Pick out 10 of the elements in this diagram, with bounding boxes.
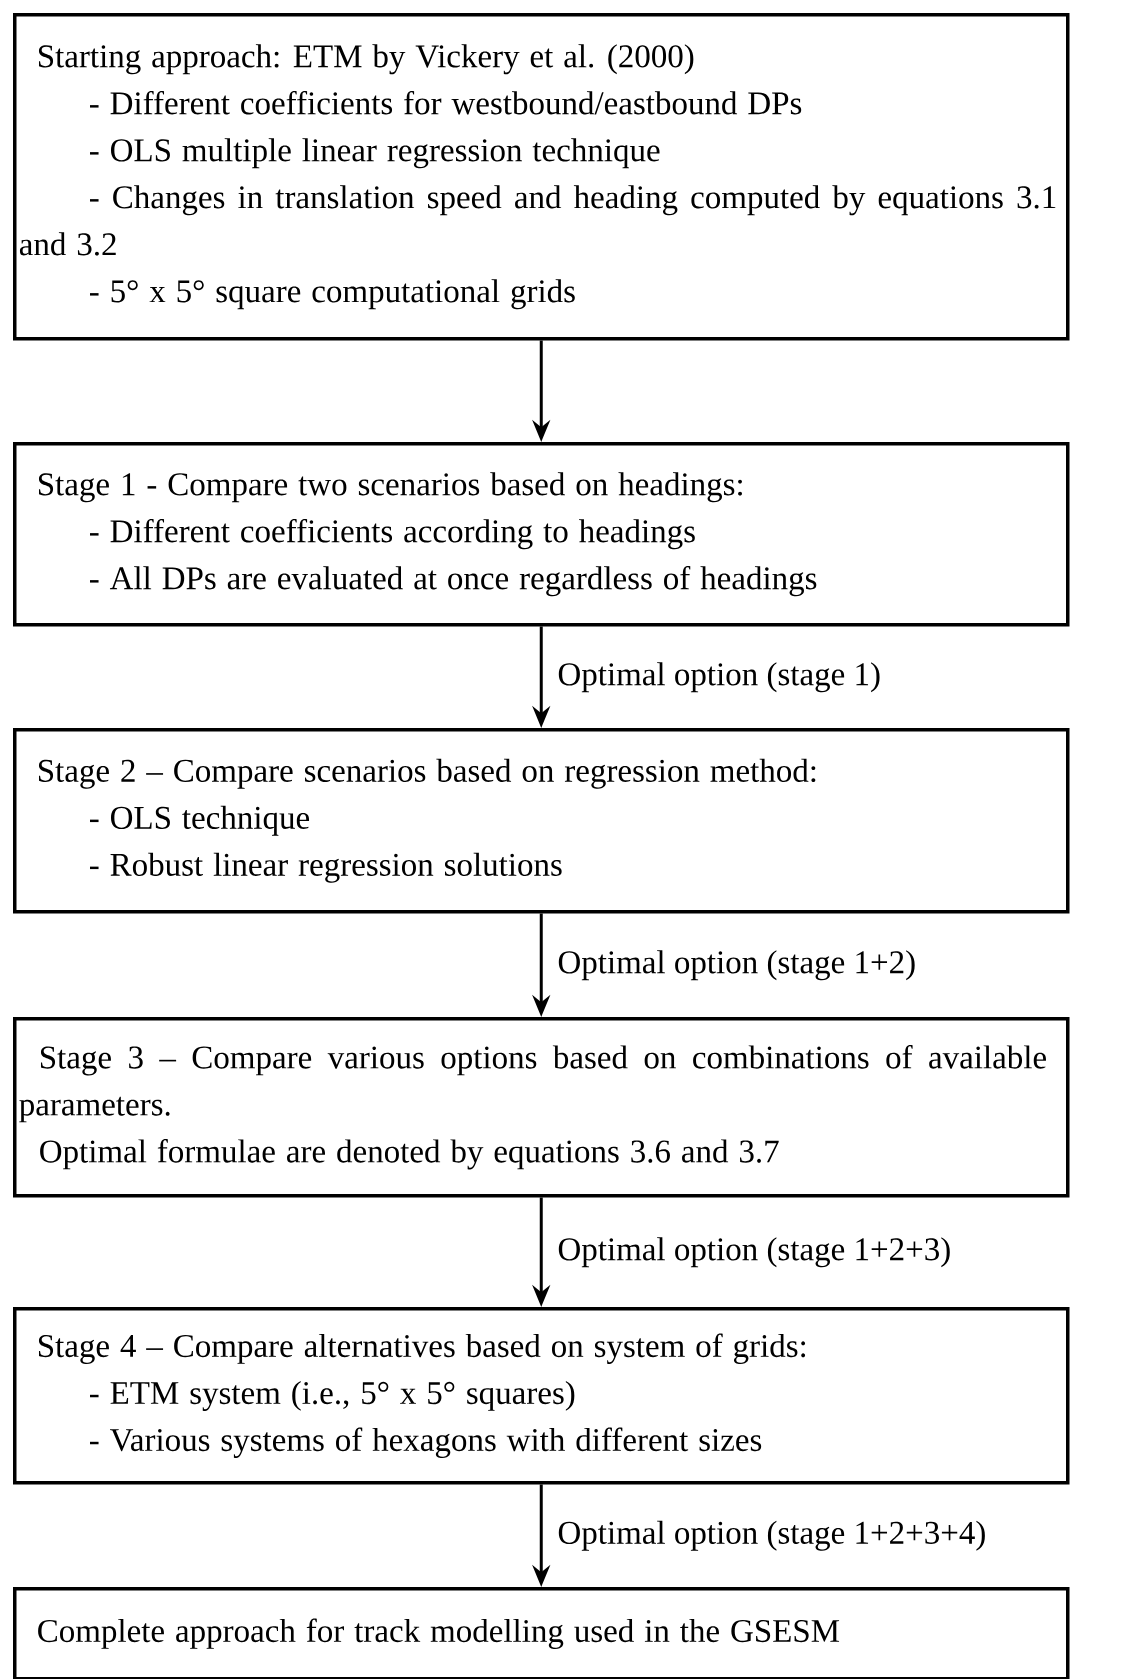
- edge-label: Optimal option (stage 1+2+3+4): [558, 1520, 985, 1551]
- process-box: Stage 4 – Compare alternatives based on system of grids: - ETM system (i.e., 5° x 5° squares) - Various systems of hexagons with different sizes: [13, 1307, 1070, 1485]
- edge-label: Optimal option (stage 1): [558, 662, 880, 693]
- edge-label: Optimal option (stage 1+2): [558, 950, 915, 981]
- process-box: Stage 2 – Compare scenarios based on regression method: - OLS technique - Robust linear regression solutions: [13, 728, 1070, 914]
- process-box: Stage 3 – Compare various options based on combinations of available parameters. Optimal formulae are denoted by equations 3.6 and 3.7: [13, 1017, 1070, 1198]
- process-box: Complete approach for track modelling used in the GSESM: [13, 1587, 1070, 1679]
- process-box: Starting approach: ETM by Vickery et al. (2000) - Different coefficients for westbound/eastbound DPs - OLS multiple linear regression technique - Changes in translation speed and heading computed by equations 3.1 and 3.2 - 5° x 5° square computational grids: [13, 13, 1070, 341]
- process-box: Stage 1 - Compare two scenarios based on headings: - Different coefficients according to headings - All DPs are evaluated at once regardless of headings: [13, 442, 1070, 627]
- edge-label: Optimal option (stage 1+2+3): [558, 1237, 950, 1268]
